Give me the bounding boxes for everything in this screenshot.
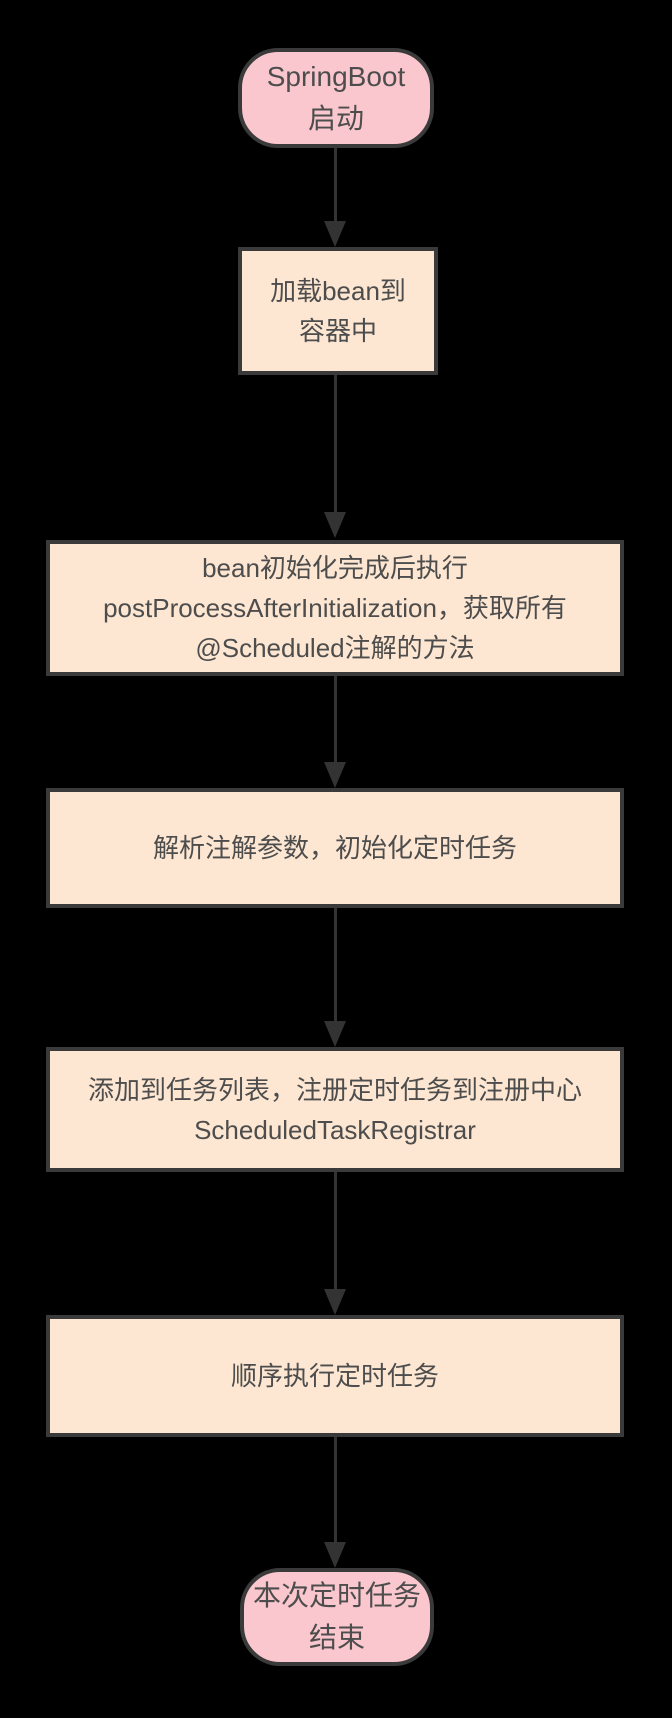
- node-text-line: 添加到任务列表，注册定时任务到注册中心: [87, 1074, 582, 1105]
- node-text-line: 容器中: [298, 316, 377, 346]
- arrow-down-icon: [324, 221, 346, 247]
- arrow-shaft: [334, 1437, 337, 1542]
- node-text-line: ScheduledTaskRegistrar: [194, 1114, 476, 1145]
- arrow-shaft: [334, 676, 337, 762]
- node-text-line: postProcessAfterInitialization，获取所有: [103, 593, 567, 623]
- node-task-end: 本次定时任务 结束: [240, 1568, 434, 1666]
- node-text-line: SpringBoot: [266, 61, 406, 92]
- node-text-line: 解析注解参数，初始化定时任务: [152, 833, 517, 863]
- node-load-bean: 加载bean到 容器中: [238, 247, 438, 375]
- arrow-shaft: [334, 908, 337, 1021]
- node-text-line: 本次定时任务: [252, 1580, 421, 1611]
- arrow-down-icon: [324, 762, 346, 788]
- node-parse-annotation: 解析注解参数，初始化定时任务: [46, 788, 624, 908]
- node-execute-task: 顺序执行定时任务: [46, 1315, 624, 1437]
- arrow-shaft: [334, 148, 337, 221]
- arrow-shaft: [334, 1172, 337, 1289]
- node-text-line: @Scheduled注解的方法: [195, 633, 475, 663]
- arrow-shaft: [334, 375, 337, 512]
- node-text-line: 结束: [308, 1622, 365, 1653]
- node-springboot-start: SpringBoot 启动: [238, 48, 434, 148]
- node-text-line: bean初始化完成后执行: [202, 553, 468, 583]
- node-text-line: 启动: [307, 103, 364, 134]
- node-text-line: 顺序执行定时任务: [230, 1361, 439, 1391]
- arrow-down-icon: [324, 1542, 346, 1568]
- arrow-down-icon: [324, 1021, 346, 1047]
- arrow-down-icon: [324, 512, 346, 538]
- arrow-down-icon: [324, 1289, 346, 1315]
- node-register-task: 添加到任务列表，注册定时任务到注册中心 ScheduledTaskRegistr…: [46, 1047, 624, 1172]
- node-post-process-after-initialization: bean初始化完成后执行 postProcessAfterInitializat…: [46, 540, 624, 676]
- node-text-line: 加载bean到: [270, 276, 406, 306]
